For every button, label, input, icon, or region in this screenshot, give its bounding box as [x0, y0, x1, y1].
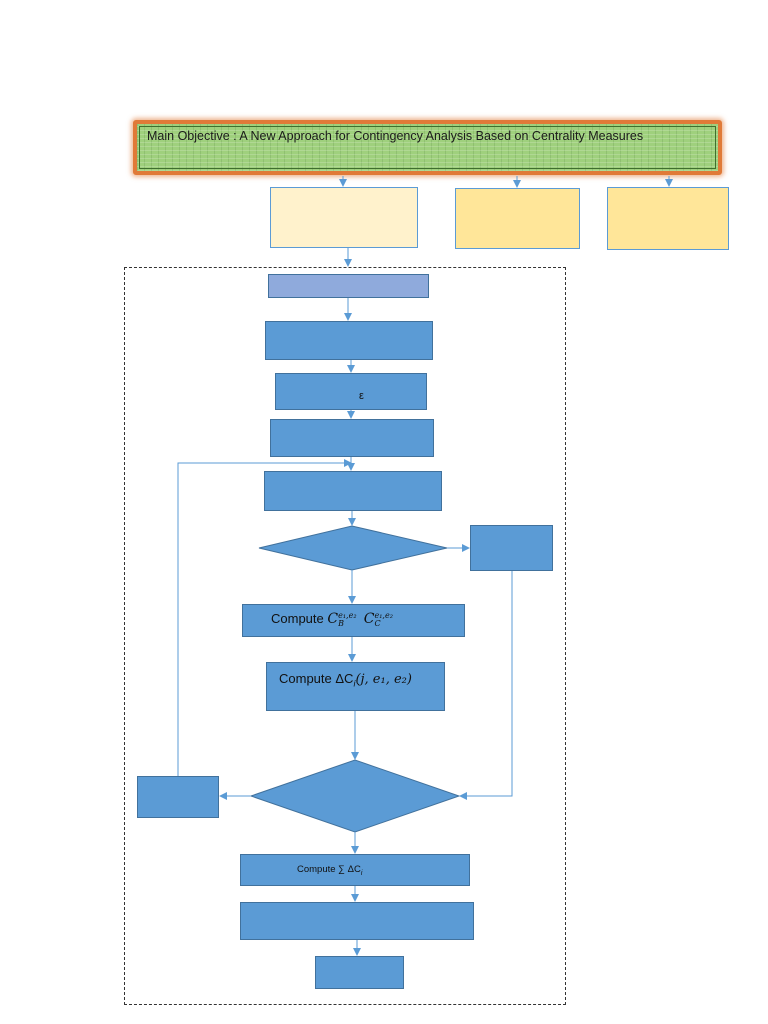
- flow-side-box-left: [137, 776, 219, 818]
- compute-delta-text: Compute ΔCi(j, e₁, e₂): [279, 671, 412, 689]
- delta-args: (j, e₁, e₂): [355, 672, 412, 687]
- sub-objective-box-1: [270, 187, 418, 248]
- cb-superscript: e₁,e₂: [338, 610, 357, 620]
- epsilon-label: ε: [359, 390, 364, 402]
- flow-step-start: [268, 274, 429, 298]
- flow-step-end: [315, 956, 404, 989]
- compute-sum-label: Compute ∑ ΔC: [297, 864, 361, 875]
- compute-label: Compute: [271, 611, 328, 626]
- delta-subscript: i: [353, 678, 356, 689]
- sum-subscript: i: [360, 869, 363, 877]
- arrow-loop-back: [177, 459, 352, 776]
- methodology-frame: [124, 267, 566, 1005]
- sub-objective-box-2: [455, 188, 580, 249]
- flow-step-result: [240, 902, 474, 940]
- cc-subscript: C: [374, 618, 381, 628]
- flow-step-2: [265, 321, 433, 360]
- compute-delta-label: Compute ΔC: [279, 671, 354, 686]
- cc-symbol: C: [363, 611, 375, 627]
- compute-sum-text: Compute ∑ ΔCi: [297, 864, 362, 877]
- flow-step-epsilon: ε: [275, 373, 427, 410]
- decision-diamond-2: [249, 759, 461, 833]
- arrow-right-to-decision2: [459, 571, 513, 800]
- main-objective-banner: Main Objective : A New Approach for Cont…: [133, 120, 722, 175]
- compute-sum-box: Compute ∑ ΔCi: [240, 854, 470, 886]
- decision-diamond-1: [258, 525, 448, 571]
- flow-step-loop-start: [264, 471, 442, 511]
- cc-superscript: e₁,e₂: [374, 610, 393, 620]
- sub-objective-box-3: [607, 187, 729, 250]
- flow-step-4: [270, 419, 434, 457]
- flow-side-box-right: [470, 525, 553, 571]
- cb-symbol: C: [327, 611, 339, 627]
- main-objective-inner-border: [139, 126, 716, 169]
- compute-delta-box: Compute ΔCi(j, e₁, e₂): [266, 662, 445, 711]
- cb-subscript: B: [338, 618, 344, 628]
- main-objective-text: Main Objective : A New Approach for Cont…: [147, 129, 644, 143]
